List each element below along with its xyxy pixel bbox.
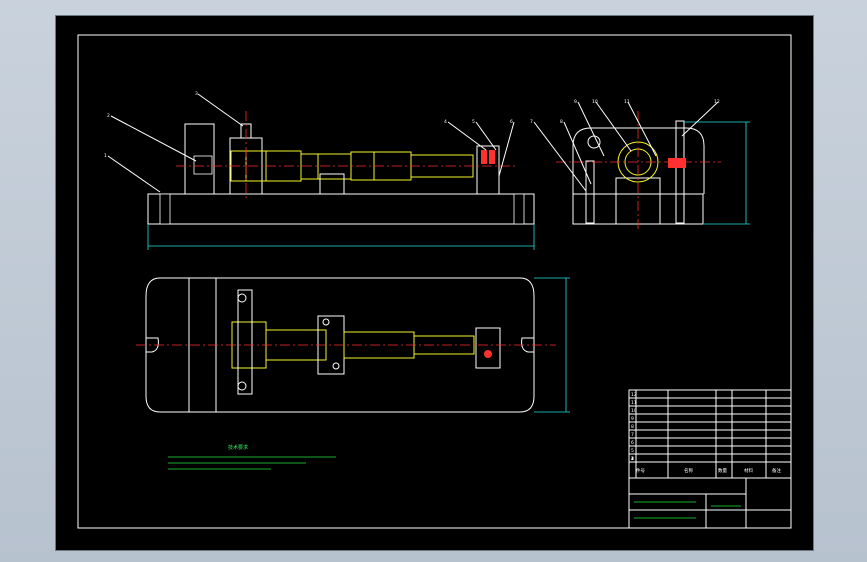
slot-left bbox=[146, 337, 159, 353]
balloon-8: 8 bbox=[560, 119, 563, 125]
side-screw-left bbox=[585, 160, 595, 224]
right-stop-block bbox=[476, 145, 500, 195]
balloon-5: 5 bbox=[472, 119, 475, 125]
header-material: 材料 bbox=[744, 467, 753, 474]
base-slot-left bbox=[159, 193, 171, 225]
base-slot-right bbox=[513, 193, 525, 225]
cad-viewport[interactable]: 技术要求 件号 名称 数量 bbox=[55, 15, 814, 551]
balloon-6: 6 bbox=[510, 119, 513, 125]
base-plate bbox=[147, 193, 535, 225]
side-nut bbox=[587, 135, 601, 149]
part-row-no: 2 bbox=[631, 456, 634, 462]
part-row-no: 7 bbox=[631, 432, 634, 438]
header-qty: 数量 bbox=[718, 467, 727, 474]
balloon-2: 2 bbox=[107, 113, 110, 119]
side-leaders bbox=[533, 101, 719, 192]
left-support bbox=[184, 123, 215, 195]
part-row-no: 5 bbox=[631, 448, 634, 454]
header-remark: 备注 bbox=[772, 467, 781, 474]
front-leaders bbox=[107, 93, 515, 193]
part-row-no: 8 bbox=[631, 424, 634, 430]
drawing-canvas: 技术要求 件号 名称 数量 bbox=[77, 34, 792, 529]
part-row-no: 10 bbox=[631, 408, 637, 414]
part-row-no: 9 bbox=[631, 416, 634, 422]
part-row-no: 3 bbox=[631, 456, 634, 462]
part-row-no: 4 bbox=[631, 456, 634, 462]
balloon-12: 12 bbox=[714, 99, 720, 105]
balloon-9: 9 bbox=[574, 99, 577, 105]
header-no: 件号 bbox=[636, 467, 645, 474]
balloon-7: 7 bbox=[530, 119, 533, 125]
side-outline bbox=[572, 127, 705, 194]
balloon-3: 3 bbox=[195, 91, 198, 97]
top-view bbox=[136, 277, 570, 413]
top-clamp bbox=[237, 289, 253, 395]
stop-pin-red-2 bbox=[489, 150, 495, 164]
stop-pin-red bbox=[481, 150, 487, 164]
title-block-frame bbox=[628, 389, 792, 529]
side-view bbox=[533, 101, 750, 231]
balloon-11: 11 bbox=[624, 99, 630, 105]
slot-right bbox=[521, 337, 534, 353]
technical-notes: 技术要求 bbox=[168, 444, 336, 470]
part-row-no: 11 bbox=[631, 400, 637, 406]
header-name: 名称 bbox=[684, 467, 693, 474]
part-row-no: 6 bbox=[631, 440, 634, 446]
balloon-4: 4 bbox=[444, 119, 447, 125]
top-stop bbox=[475, 327, 501, 369]
left-support-bore bbox=[193, 155, 213, 175]
balloon-10: 10 bbox=[592, 99, 598, 105]
top-outline bbox=[145, 277, 535, 413]
part-row-no: 12 bbox=[631, 392, 637, 398]
side-screw-right bbox=[675, 120, 685, 224]
drawing-border bbox=[77, 34, 792, 529]
side-red-insert bbox=[668, 158, 686, 168]
tech-notes-title: 技术要求 bbox=[228, 444, 248, 451]
v-block bbox=[319, 173, 345, 195]
balloon-1: 1 bbox=[104, 153, 107, 159]
front-view bbox=[107, 93, 535, 250]
part-row-no: 1 bbox=[631, 456, 634, 462]
title-block: 件号 名称 数量 材料 备注 bbox=[628, 389, 792, 529]
